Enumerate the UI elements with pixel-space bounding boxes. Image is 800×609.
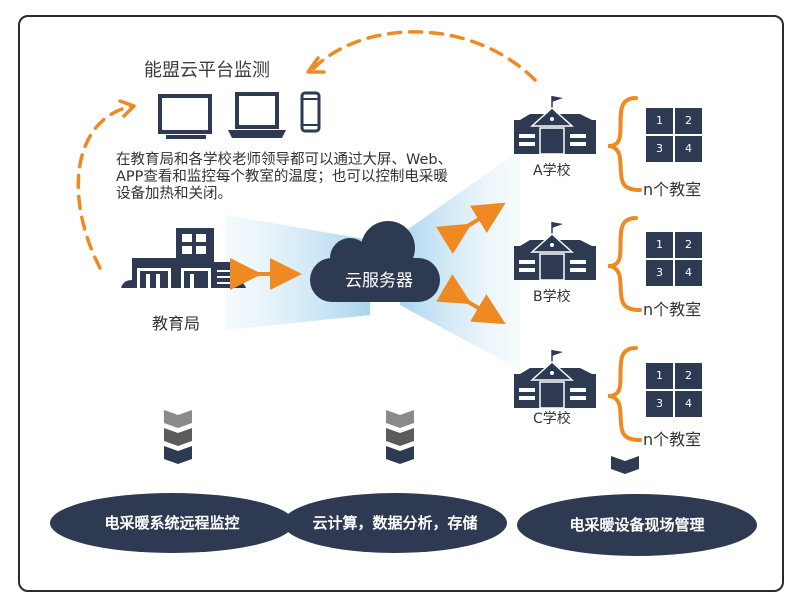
double-arrow-cloud-school-c [436,274,506,325]
school-a-label: A学校 [533,163,571,179]
pill-onsite-management-label: 电采暖设备现场管理 [569,516,705,534]
dashed-arrow-top [310,30,537,82]
chevron-down-icon [164,446,192,464]
chevron-down-icon [164,428,192,446]
dashed-arrow-top-head [306,56,326,74]
dashed-arrow-left [76,104,134,270]
brace-icon [607,216,642,312]
platform-description: 在教育局和各学校老师领导都可以通过大屏、Web、APP查看和监控每个教室的温度；… [116,152,453,202]
chevron-down-icon [611,456,639,474]
room-cell-label: 3 [656,397,663,410]
chevron-stack-center [386,410,414,464]
brace-icon [607,346,642,442]
pill-remote-monitoring [50,493,294,553]
pill-cloud-computing [283,493,507,553]
chevron-stack-left [164,410,192,464]
cloud-server-label: 云服务器 [345,271,413,291]
classroom-grid-c [646,363,702,417]
chevron-down-icon [386,446,414,464]
room-cell-label: 1 [656,238,663,251]
education-bureau-label: 教育局 [152,314,201,333]
chevron-down-icon [164,410,192,428]
platform-title: 能盟云平台监测 [144,60,270,81]
pill-cloud-computing-label: 云计算，数据分析，存储 [312,514,478,532]
room-cell-label: 3 [656,142,663,155]
room-cell-label: 2 [685,238,692,251]
school-a-rooms-label: n个教室 [643,180,702,199]
diagram-frame [18,15,784,592]
cloud-server-icon [310,221,440,302]
chevron-down-icon [386,428,414,446]
room-cell-label: 4 [685,142,692,155]
double-arrow-cloud-school-a [435,202,506,255]
pill-remote-monitoring-label: 电采暖系统远程监控 [104,514,240,532]
laptop-icon [228,92,286,138]
school-a-icon [514,96,596,155]
room-cell-label: 1 [656,369,663,382]
room-cell-label: 1 [656,114,663,127]
room-cell-label: 4 [685,397,692,410]
monitor-icon [158,94,212,139]
chevron-stack-right [611,456,639,474]
school-b-icon [514,222,596,281]
room-cell-label: 3 [656,266,663,279]
school-b-rooms-label: n个教室 [643,300,702,319]
room-cell-label: 4 [685,266,692,279]
school-c-icon [514,350,596,409]
education-bureau-icon [121,228,246,288]
phone-icon [300,91,321,133]
school-b-label: B学校 [533,289,571,305]
dashed-arrow-left-head [118,99,136,118]
pill-onsite-management [517,494,757,556]
school-c-rooms-label: n个教室 [643,430,702,449]
school-c-label: C学校 [533,411,571,427]
room-cell-label: 2 [685,114,692,127]
chevron-down-icon [386,410,414,428]
room-cell-label: 2 [685,369,692,382]
brace-icon [607,96,642,192]
classroom-grid-b [646,232,702,286]
classroom-grid-a [646,108,702,162]
